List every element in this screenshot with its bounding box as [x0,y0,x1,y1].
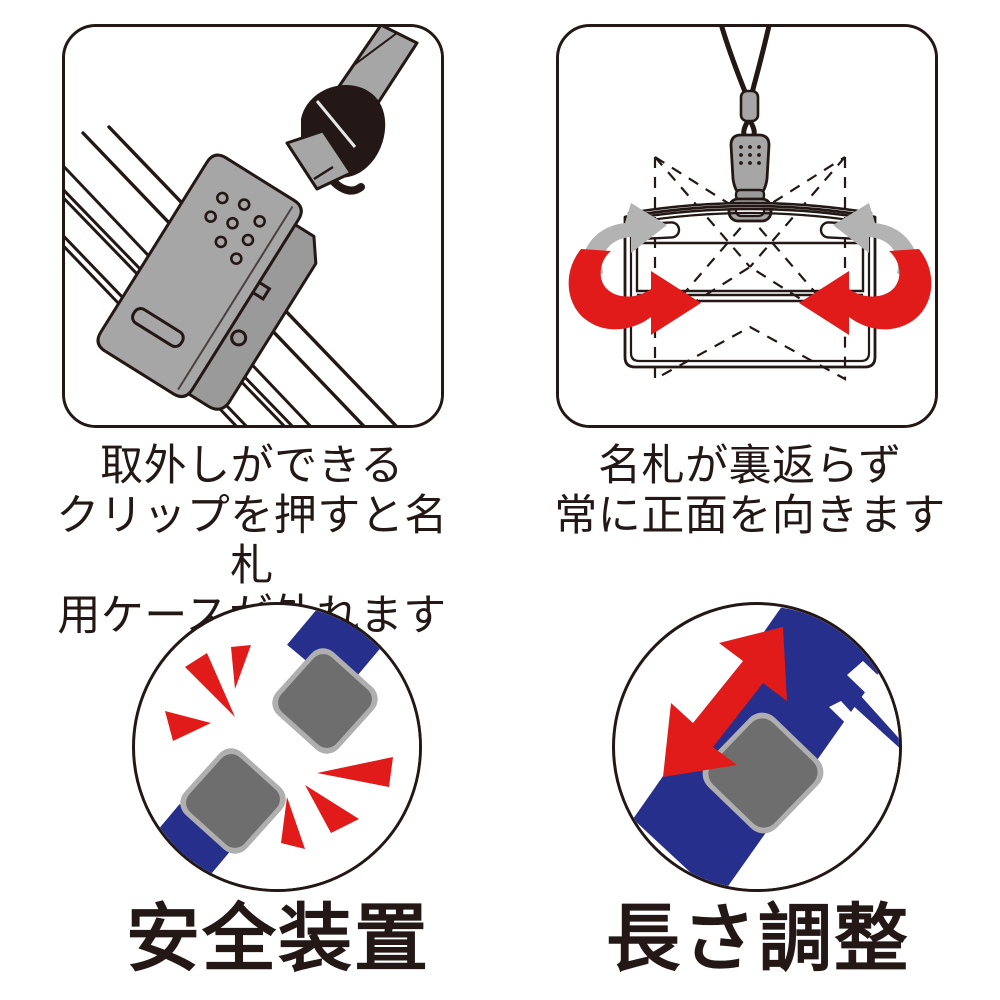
rotation-arrow-right-red [799,249,932,335]
burst-marks-lower [281,757,393,849]
buckle-half-lower [180,748,286,854]
length-adjust-illustration [616,606,899,889]
rotation-arrow-right-gray [833,203,920,285]
burst-marks-upper [165,645,251,741]
clip-body [96,153,318,411]
panel-length-adjust [612,602,902,892]
rotation-arrow-left-red [568,249,701,335]
panel-no-flip-badge [556,24,938,428]
rotation-arrow-left-gray [580,203,667,285]
no-flip-badge-illustration [559,27,935,425]
panel-safety-release [132,602,422,892]
buckle-half-upper [272,648,378,754]
safety-release-illustration [136,606,419,889]
detachable-clip-illustration [65,27,441,425]
slider-adjuster [702,712,824,834]
caption-length-adjust: 長さ調整 [606,897,910,980]
cord-bead [739,89,760,123]
snap-hook [285,129,353,191]
caption-safety-release: 安全装置 [126,897,430,980]
caption-no-flip-badge: 名札が裏返らず 常に正面を向きます [554,442,946,540]
panel-detachable-clip [62,24,444,428]
clip-grip-dots [204,191,266,265]
double-arrow-red [663,627,787,777]
